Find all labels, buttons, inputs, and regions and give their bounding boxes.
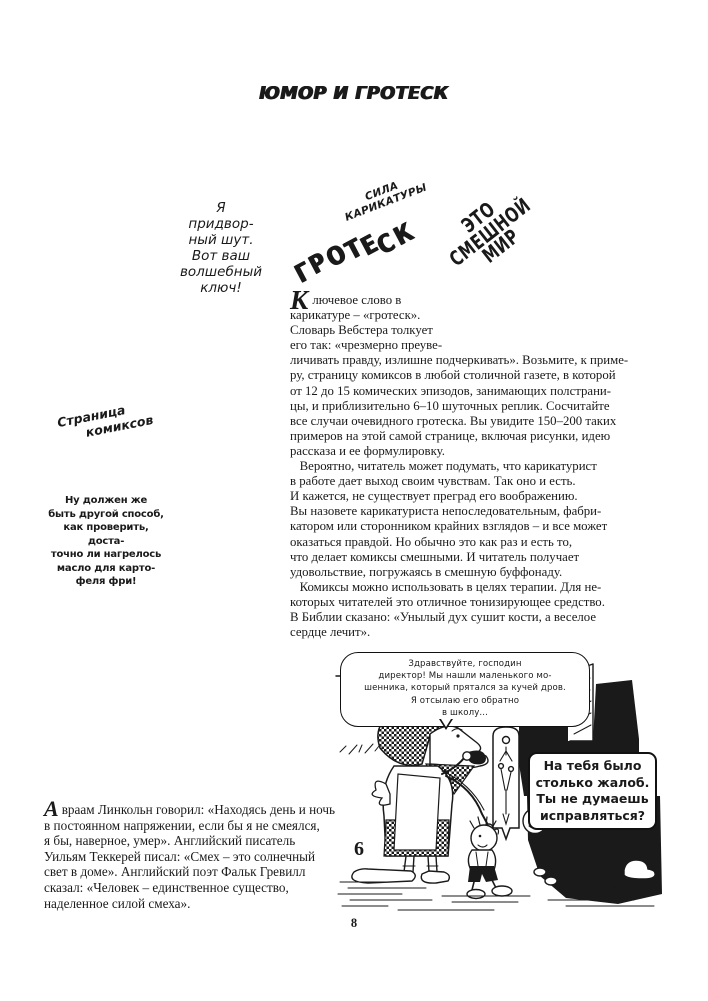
speech-bubble-principal: Здравствуйте, господин директор! Мы нашл…: [340, 652, 590, 731]
caricature-power-note: СИЛА КАРИКАТУРЫ: [343, 179, 429, 224]
fries-caption: Ну должен же быть другой способ, как про…: [48, 495, 164, 587]
article-body: лючевое слово в карикатуре – «гротеск». …: [290, 293, 629, 640]
quote-body: враам Линкольн говорил: «Находясь день и…: [44, 802, 336, 911]
door-post: [492, 726, 520, 842]
funny-world-text: ЭТО СМЕШНОЙ МИР: [444, 192, 535, 271]
artist-signature: [591, 881, 631, 888]
comics-page-note: Страница комиксов: [56, 397, 154, 444]
page-title: ЮМОР И ГРОТЕСК: [259, 84, 449, 104]
funny-world-note: ЭТО СМЕШНОЙ МИР: [434, 183, 547, 285]
jester-margin-note: Я придвор- ный шут. Вот ваш волшебный кл…: [179, 200, 263, 296]
article-dropcap: К: [290, 285, 309, 315]
ground-lines: [337, 881, 655, 911]
quote-dropcap: А: [44, 796, 59, 821]
cartoon-panel: 6 Здравствуйте, господин директор! Мы на…: [334, 644, 666, 920]
panel-number: 6: [354, 838, 364, 860]
speech-bubble-reply: На тебя было столько жалоб. Ты не думаеш…: [528, 752, 657, 830]
grotesque-word: ГРОТЕСК: [290, 216, 420, 289]
page-number: 8: [350, 916, 358, 930]
